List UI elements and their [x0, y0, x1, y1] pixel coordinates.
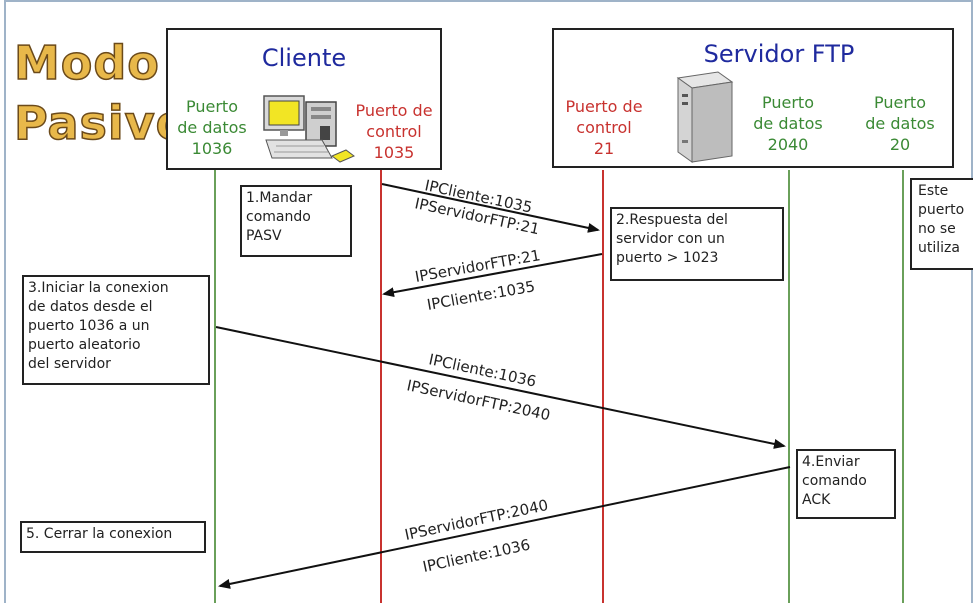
- server-data-port-2040-lifeline: [788, 170, 790, 603]
- arrow-pasv-response: [382, 253, 603, 298]
- step-5-note: 5. Cerrar la conexion: [20, 521, 206, 553]
- server-title: Servidor FTP: [703, 40, 855, 68]
- server-control-port-label: Puerto de control 21: [565, 97, 643, 158]
- desktop-computer-icon: [263, 95, 355, 163]
- client-data-port-label: Puerto de datos 1036: [177, 97, 247, 158]
- arrow-data-connection: [215, 326, 786, 449]
- client-data-port-lifeline: [214, 170, 216, 603]
- diagram-title-line1: Modo: [13, 36, 160, 90]
- server-tower-icon: [676, 71, 734, 163]
- client-control-port-label: Puerto de control 1035: [355, 101, 433, 162]
- arrow-pasv-request: [381, 183, 600, 233]
- server-data-port-20-label: Puerto de datos 20: [865, 93, 935, 154]
- client-box: Cliente Puerto de datos 1036 Puerto de c…: [166, 28, 442, 170]
- client-control-port-lifeline: [380, 170, 382, 603]
- step-3-note: 3.Iniciar la conexion de datos desde el …: [22, 275, 210, 385]
- step-1-note: 1.Mandar comando PASV: [240, 185, 352, 257]
- client-title: Cliente: [261, 44, 347, 72]
- step-2-note: 2.Respuesta del servidor con un puerto >…: [610, 207, 784, 281]
- server-box: Servidor FTP Puerto de control 21 Puerto…: [552, 28, 954, 168]
- step-4-note: 4.Enviar comando ACK: [796, 449, 896, 519]
- diagram-frame: [4, 0, 973, 603]
- arrow-ack: [218, 466, 791, 589]
- server-control-port-lifeline: [602, 170, 604, 603]
- diagram-title-line2: Pasivo: [13, 96, 189, 150]
- unused-port-note: Este puerto no se utiliza: [910, 178, 973, 270]
- server-data-port-20-lifeline: [902, 170, 904, 603]
- server-data-port-2040-label: Puerto de datos 2040: [753, 93, 823, 154]
- arrow4-bottom-label: IPCliente:1036: [421, 536, 532, 576]
